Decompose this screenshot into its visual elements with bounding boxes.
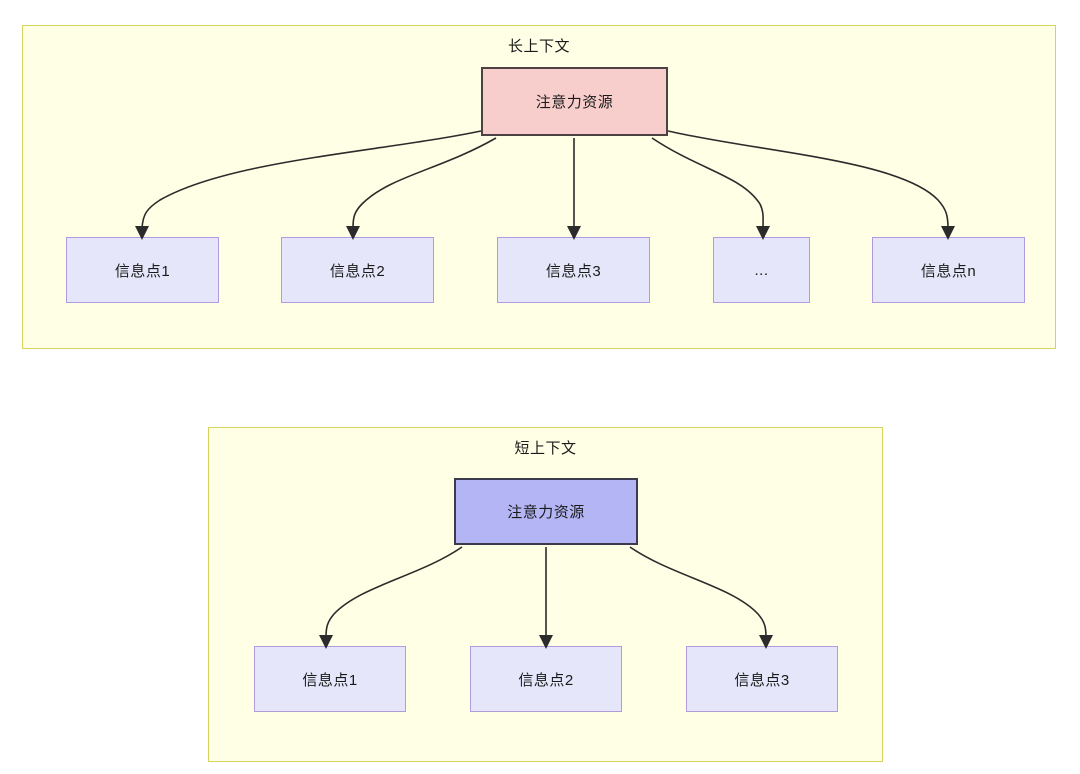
node-info-point-1-short[interactable]: 信息点1 xyxy=(254,646,406,712)
node-label: 信息点2 xyxy=(518,671,574,689)
node-info-point-ellipsis-long[interactable]: ... xyxy=(713,237,810,303)
node-label: 信息点2 xyxy=(329,262,386,280)
node-info-point-1-long[interactable]: 信息点1 xyxy=(66,237,219,303)
node-attention-resource-long[interactable]: 注意力资源 xyxy=(481,67,668,136)
node-label: ... xyxy=(754,261,769,279)
node-info-point-2-long[interactable]: 信息点2 xyxy=(281,237,434,303)
node-attention-resource-short[interactable]: 注意力资源 xyxy=(454,478,638,545)
node-label: 信息点3 xyxy=(734,671,790,689)
node-label: 信息点1 xyxy=(114,262,171,280)
node-info-point-2-short[interactable]: 信息点2 xyxy=(470,646,622,712)
node-info-point-3-short[interactable]: 信息点3 xyxy=(686,646,838,712)
node-info-point-3-long[interactable]: 信息点3 xyxy=(497,237,650,303)
node-label: 信息点1 xyxy=(302,671,358,689)
node-label: 注意力资源 xyxy=(507,504,585,521)
node-label: 信息点n xyxy=(920,262,977,280)
panel-long-context-title: 长上下文 xyxy=(507,38,570,55)
node-label: 注意力资源 xyxy=(535,94,614,111)
node-label: 信息点3 xyxy=(545,262,602,280)
node-info-point-n-long[interactable]: 信息点n xyxy=(872,237,1025,303)
panel-short-context-title: 短上下文 xyxy=(514,440,577,457)
